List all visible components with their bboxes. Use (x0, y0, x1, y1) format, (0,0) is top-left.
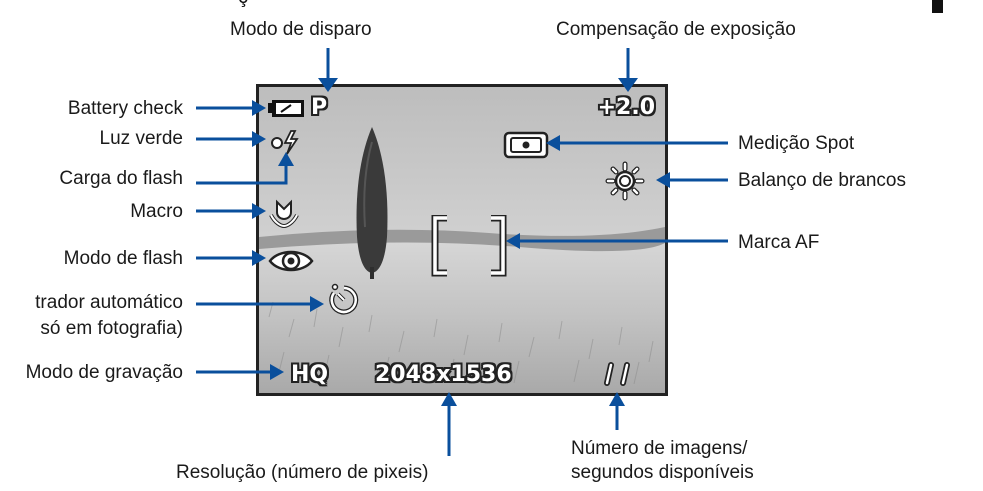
label-white-balance: Balanço de brancos (738, 170, 906, 191)
flash-mode-icon (268, 250, 314, 272)
label-flash-mode: Modo de flash (63, 248, 183, 269)
af-mark-icon (431, 215, 507, 277)
green-light-icon (271, 130, 299, 155)
cropped-glyph: ç (238, 0, 248, 9)
label-shooting-mode: Modo de disparo (230, 19, 372, 40)
label-self-timer-line2: só em fotografia) (40, 318, 183, 339)
label-self-timer-line1: trador automático (35, 292, 183, 313)
images-remaining-indicator (604, 362, 630, 386)
record-mode-indicator: HQ (291, 362, 329, 387)
label-images-remaining-line1: Número de imagens/ (571, 438, 748, 459)
label-af-mark: Marca AF (738, 232, 820, 253)
label-macro: Macro (130, 201, 183, 222)
label-spot-metering: Medição Spot (738, 133, 855, 154)
battery-icon (268, 100, 304, 117)
lcd-screen: P +2.0 (256, 84, 668, 396)
label-flash-charge: Carga do flash (59, 168, 183, 189)
cropped-mark (932, 0, 943, 13)
exposure-value: +2.0 (597, 95, 655, 120)
label-images-remaining-line2: segundos disponíveis (571, 462, 754, 483)
label-green-light: Luz verde (99, 128, 183, 149)
resolution-indicator: 2048x1536 (375, 362, 512, 387)
flash-charge-icon (283, 130, 299, 155)
white-balance-icon (605, 161, 645, 201)
self-timer-icon (329, 283, 359, 315)
label-record-mode: Modo de gravação (25, 362, 183, 383)
label-exposure-compensation: Compensação de exposição (556, 19, 796, 40)
macro-icon (269, 199, 299, 229)
shooting-mode-indicator: P (311, 95, 328, 120)
spot-metering-icon (503, 131, 549, 159)
landscape-photo (259, 87, 665, 393)
label-resolution: Resolução (número de pixeis) (176, 462, 429, 483)
label-battery-check: Battery check (67, 98, 183, 119)
